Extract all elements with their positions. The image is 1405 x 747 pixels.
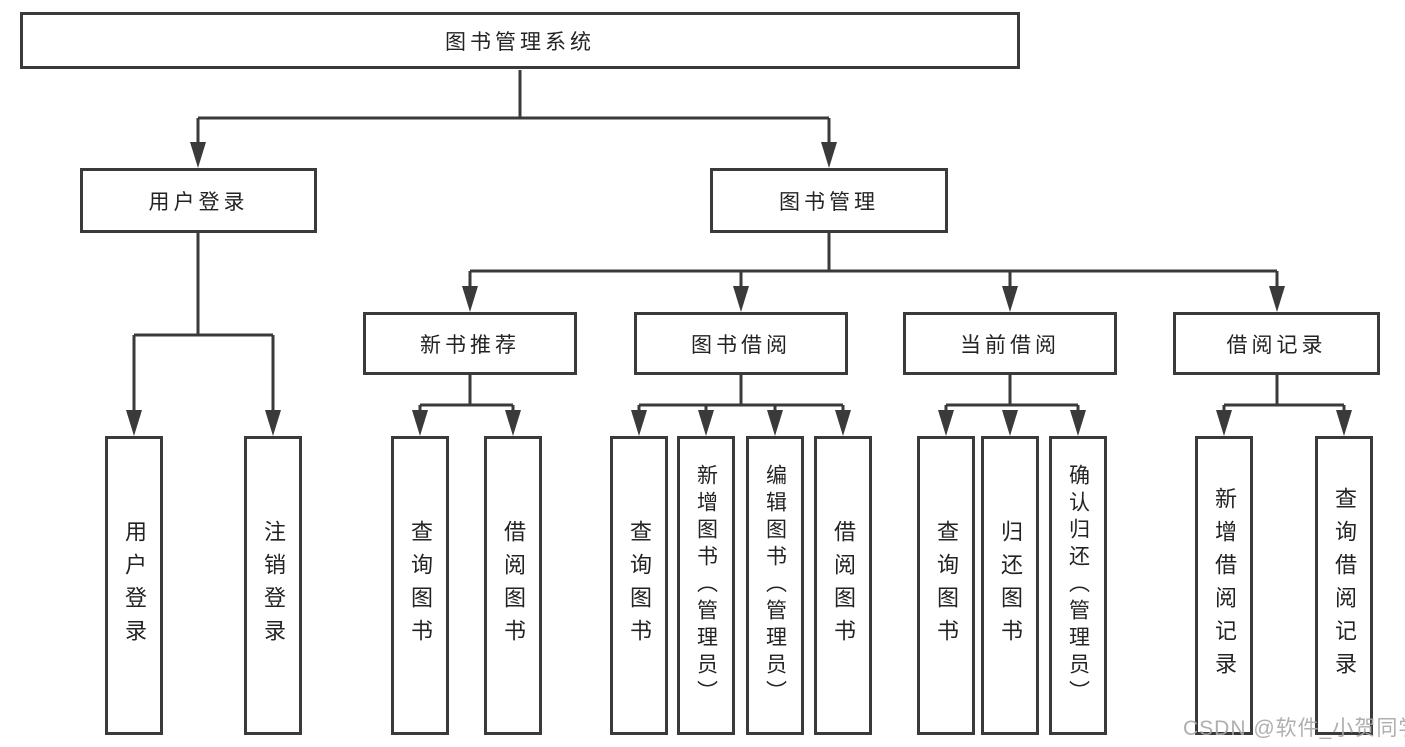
arrow-down-icon [1216, 410, 1232, 436]
arrow-down-icon [462, 286, 478, 312]
leaf-return-books: 归还图书 [981, 436, 1039, 735]
node-book-management: 图书管理 [710, 168, 948, 233]
node-borrowing-records-label: 借阅记录 [1226, 333, 1327, 357]
arrow-down-icon [505, 410, 521, 436]
arrow-down-icon [821, 142, 837, 168]
arrow-down-icon [698, 410, 714, 436]
arrow-down-icon [190, 142, 206, 168]
arrow-down-icon [1070, 410, 1086, 436]
arrow-down-icon [631, 410, 647, 436]
connector-userlogin-to-leaves [132, 233, 275, 411]
arrow-down-icon [1002, 410, 1018, 436]
arrow-down-icon [1336, 410, 1352, 436]
leaf-query-borrow-record: 查询借阅记录 [1315, 436, 1373, 735]
leaf-query-books-3-label: 查询图书 [934, 519, 959, 652]
node-current-borrowing: 当前借阅 [903, 312, 1117, 375]
node-user-login-label: 用户登录 [148, 190, 249, 214]
arrow-down-icon [1002, 286, 1018, 312]
arrow-down-icon [733, 286, 749, 312]
leaf-add-borrow-record: 新增借阅记录 [1195, 436, 1253, 735]
leaf-logout-label: 注销登录 [261, 519, 286, 652]
arrow-down-icon [835, 410, 851, 436]
leaf-query-books-2: 查询图书 [610, 436, 668, 735]
leaf-return-books-label: 归还图书 [998, 519, 1023, 652]
leaf-edit-books-admin-label: 编辑图书（管理员） [763, 464, 787, 707]
connector-bookborrow-to-leaves [637, 375, 845, 411]
leaf-query-books-2-label: 查询图书 [627, 519, 652, 652]
leaf-borrow-books-2-label: 借阅图书 [831, 519, 856, 652]
connector-newbookrec-to-leaves [418, 375, 515, 411]
node-book-borrowing-label: 图书借阅 [691, 333, 791, 357]
arrow-down-icon [767, 410, 783, 436]
leaf-add-books-admin-label: 新增图书（管理员） [694, 464, 718, 707]
connector-currentborrow-to-leaves [944, 375, 1080, 411]
node-root: 图书管理系统 [20, 12, 1020, 69]
arrowheads [126, 142, 1352, 436]
connector-borrowrecords-to-leaves [1222, 375, 1346, 411]
arrow-down-icon [126, 410, 142, 436]
node-root-label: 图书管理系统 [445, 30, 595, 54]
arrow-down-icon [1269, 286, 1285, 312]
node-book-management-label: 图书管理 [779, 190, 879, 214]
leaf-borrow-books-1: 借阅图书 [484, 436, 542, 735]
arrow-down-icon [938, 410, 954, 436]
arrow-down-icon [412, 410, 428, 436]
connector-bookmgmt-to-level3 [468, 233, 1279, 287]
leaf-query-books-3: 查询图书 [917, 436, 975, 735]
leaf-edit-books-admin: 编辑图书（管理员） [746, 436, 804, 735]
leaf-query-books-1: 查询图书 [391, 436, 449, 735]
leaf-logout: 注销登录 [244, 436, 302, 735]
arrow-down-icon [265, 410, 281, 436]
connector-root-to-level2 [196, 70, 831, 143]
leaf-query-books-1-label: 查询图书 [408, 519, 433, 652]
leaf-confirm-return-admin: 确认归还（管理员） [1049, 436, 1107, 735]
leaf-borrow-books-1-label: 借阅图书 [501, 519, 526, 652]
leaf-add-borrow-record-label: 新增借阅记录 [1212, 486, 1237, 685]
leaf-confirm-return-admin-label: 确认归还（管理员） [1066, 464, 1090, 707]
leaf-user-login: 用户登录 [105, 436, 163, 735]
node-current-borrowing-label: 当前借阅 [960, 333, 1060, 357]
node-user-login: 用户登录 [80, 168, 317, 233]
node-borrowing-records: 借阅记录 [1173, 312, 1380, 375]
csdn-watermark: CSDN @软件_小贺同学 [1183, 717, 1405, 740]
node-new-book-recommend-label: 新书推荐 [420, 333, 520, 357]
node-new-book-recommend: 新书推荐 [363, 312, 577, 375]
node-book-borrowing: 图书借阅 [634, 312, 848, 375]
leaf-query-borrow-record-label: 查询借阅记录 [1332, 486, 1357, 685]
leaf-borrow-books-2: 借阅图书 [814, 436, 872, 735]
leaf-add-books-admin: 新增图书（管理员） [677, 436, 735, 735]
leaf-user-login-label: 用户登录 [122, 519, 147, 652]
